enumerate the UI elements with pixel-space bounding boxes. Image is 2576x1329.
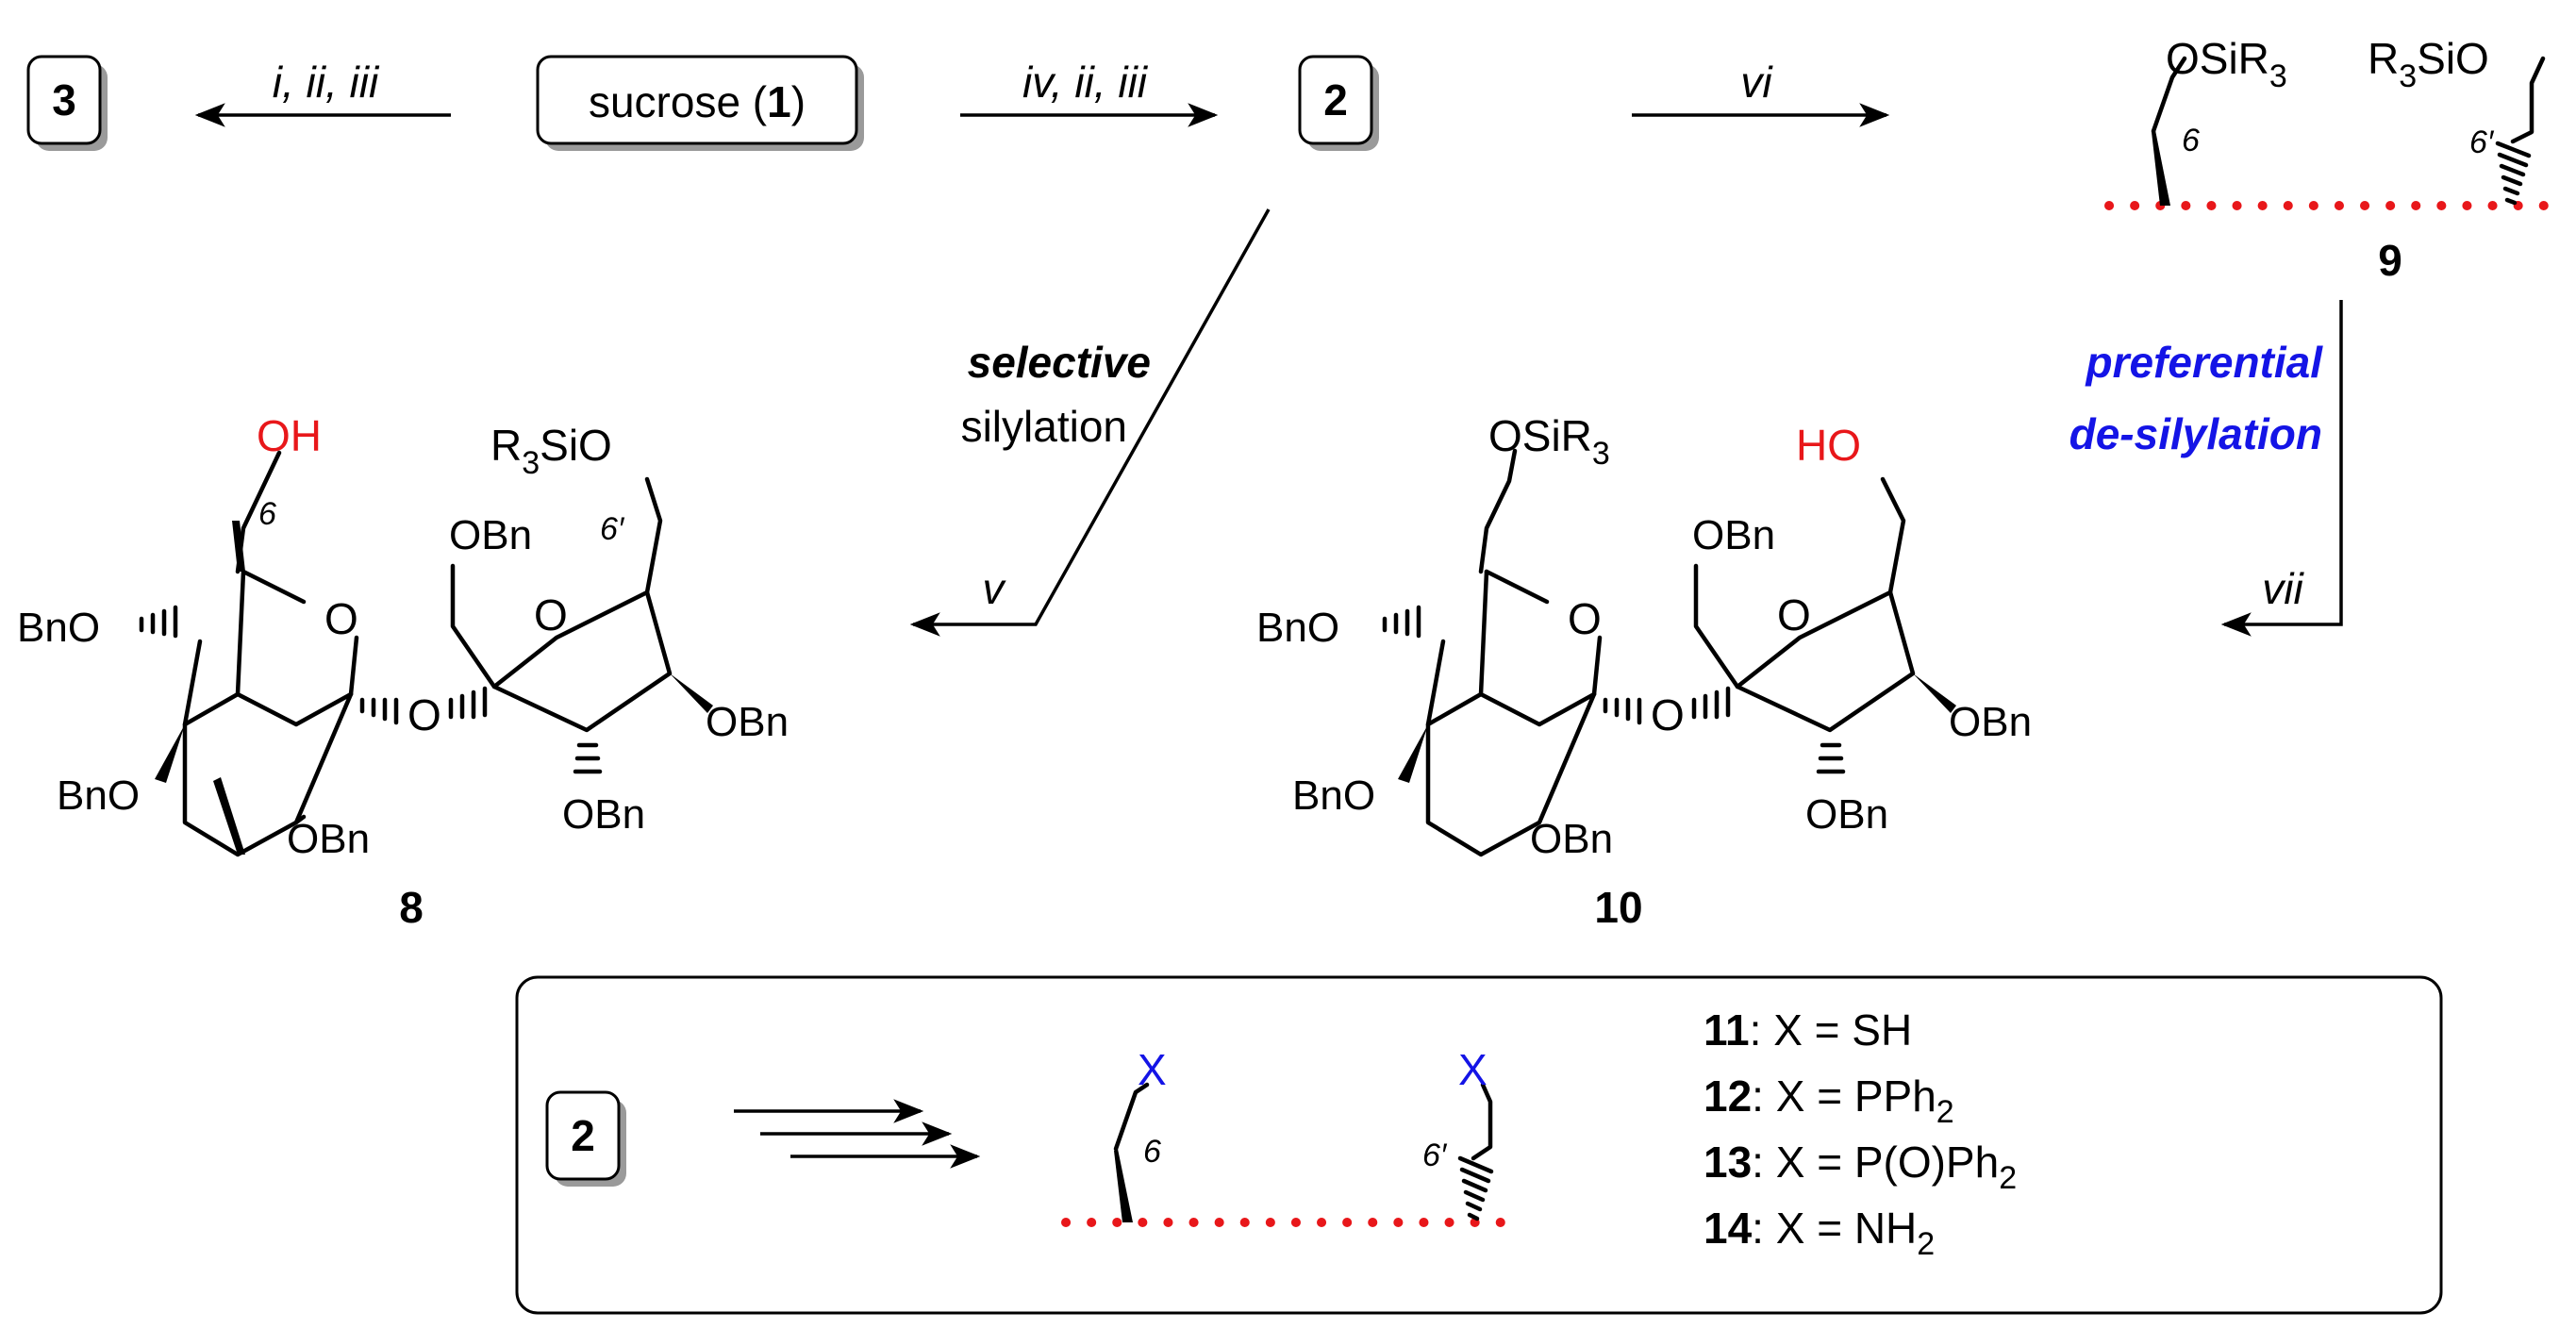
sucrose-box: sucrose (1) xyxy=(536,55,864,151)
oh-label-8: OH xyxy=(257,411,322,460)
x-label-6prime: X xyxy=(1458,1045,1487,1094)
legend-12: 12: X = PPh2 xyxy=(1703,1072,1954,1130)
bno-c3-label-10: BnO xyxy=(1292,772,1375,819)
legend-13: 13: X = P(O)Ph2 xyxy=(1703,1138,2017,1196)
de-silylation-label: de-silylation xyxy=(2069,409,2322,458)
compound-3-label: 3 xyxy=(52,75,76,125)
obn-ch2-label-10: OBn xyxy=(1692,512,1775,558)
compound-9-structure: OSiR3 6 R3SiO 6′ 9 xyxy=(2104,34,2561,285)
r3sio-label: R3SiO xyxy=(2368,34,2489,94)
obn-c2-label-8: OBn xyxy=(287,816,370,862)
bno-c4-label-10: BnO xyxy=(1256,605,1339,651)
compound-2-label: 2 xyxy=(1323,75,1348,125)
ring-o-fur-label-8: O xyxy=(534,590,568,640)
x-label-6: X xyxy=(1138,1045,1167,1094)
compound-3-box: 3 xyxy=(26,55,108,151)
compound-10-structure: OSiR3 O BnO BnO OBn O OBn O HO OBn OBn 1… xyxy=(1256,411,2032,932)
ring-o-label-8: O xyxy=(324,594,358,643)
r3sio-label-8: R3SiO xyxy=(490,421,612,481)
glycosidic-o-label-8: O xyxy=(407,690,441,739)
compound-2-box: 2 xyxy=(1298,55,1379,151)
compound-10-label: 10 xyxy=(1594,883,1642,932)
silylation-label: silylation xyxy=(961,402,1127,451)
obn-c3f-label-10: OBn xyxy=(1949,699,2032,745)
osir3-label: OSiR3 xyxy=(2166,34,2287,94)
obn-ch2-label-8: OBn xyxy=(449,512,532,558)
compound-8-label: 8 xyxy=(399,883,424,932)
selective-label: selective xyxy=(968,338,1151,387)
pos6prime-label-panel: 6′ xyxy=(1422,1138,1448,1173)
pos6-label-panel: 6 xyxy=(1143,1134,1161,1170)
glycosidic-o-label-10: O xyxy=(1651,690,1685,739)
derivatives-panel: 2 X 6 X 6′ 11: X = SH 12: X = PPh2 13: X… xyxy=(515,975,2443,1315)
pos6-label-8: 6 xyxy=(258,496,276,532)
legend-11: 11: X = SH xyxy=(1703,1005,1912,1055)
pos6-label: 6 xyxy=(2182,123,2200,158)
reagent-to-8: v xyxy=(983,564,1007,613)
bno-c4-label-8: BnO xyxy=(17,605,100,651)
ring-o-fur-label-10: O xyxy=(1777,590,1811,640)
reagents-to-3: i, ii, iii xyxy=(273,58,380,107)
wedge-bond-6 xyxy=(2152,130,2170,206)
compound-8-structure: OH 6 O BnO BnO OBn O OBn O R3SiO 6′ OBn … xyxy=(17,411,789,932)
preferential-label: preferential xyxy=(2084,338,2323,387)
compound-9-label: 9 xyxy=(2378,236,2402,285)
ho-label-10: HO xyxy=(1796,421,1861,470)
ring-o-label-10: O xyxy=(1568,594,1602,643)
obn-c4f-label-10: OBn xyxy=(1805,791,1888,838)
obn-c3f-label-8: OBn xyxy=(706,699,789,745)
obn-c4f-label-8: OBn xyxy=(562,791,645,838)
reagent-to-10: vii xyxy=(2262,564,2304,613)
bno-c3-label-8: BnO xyxy=(57,772,140,819)
bond-6prime xyxy=(2510,56,2546,144)
pos6prime-label: 6′ xyxy=(2469,125,2495,160)
legend-14: 14: X = NH2 xyxy=(1703,1204,1935,1262)
arrow-to-8 xyxy=(909,208,1271,637)
sucrose-label: sucrose (1) xyxy=(589,77,806,126)
bond-6 xyxy=(2151,56,2187,134)
osir3-label-10: OSiR3 xyxy=(1488,411,1610,472)
pos6prime-label-8: 6′ xyxy=(600,511,625,547)
reagents-to-2: iv, ii, iii xyxy=(1022,58,1149,107)
obn-c2-label-10: OBn xyxy=(1530,816,1613,862)
arrow-to-10 xyxy=(2220,300,2343,637)
hash-bond-6prime xyxy=(2495,141,2532,206)
panel-compound-2-label: 2 xyxy=(571,1111,595,1160)
reagent-to-9: vi xyxy=(1740,58,1773,107)
